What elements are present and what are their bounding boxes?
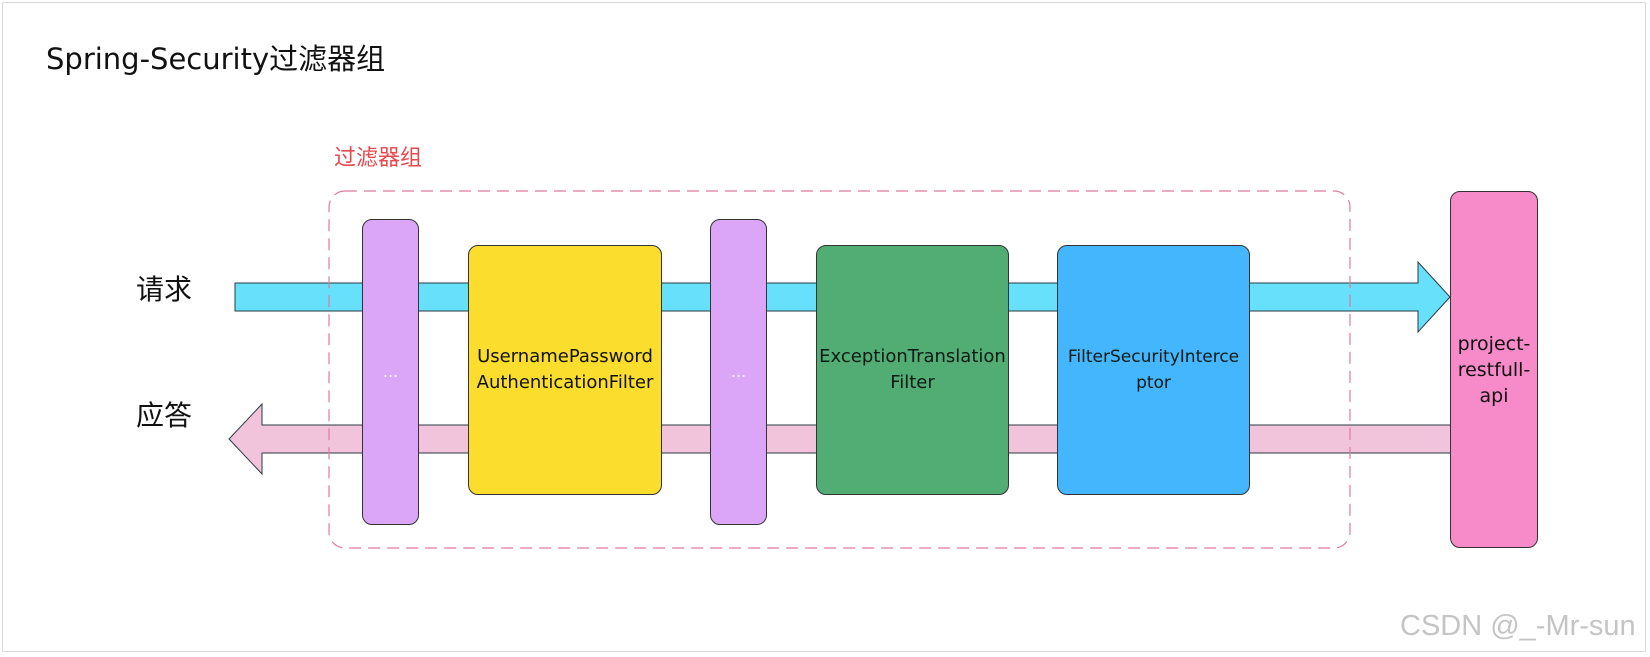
exception-translation-filter: ExceptionTranslation Filter [816, 245, 1009, 495]
response-label: 应答 [136, 399, 193, 432]
project-restfull-api-box: project- restfull- api [1450, 191, 1538, 548]
page-title: Spring-Security过滤器组 [46, 42, 386, 76]
csdn-watermark: CSDN @_-Mr-sun [1400, 610, 1636, 642]
filter-group-label: 过滤器组 [334, 146, 423, 171]
filter-group-boundary [328, 190, 1351, 549]
filter-ellipsis-2: ... [710, 219, 767, 525]
username-password-authentication-filter: UsernamePassword AuthenticationFilter [468, 245, 662, 495]
filter-ellipsis-1: ... [362, 219, 419, 525]
filter-security-interceptor: FilterSecurityInterce ptor [1057, 245, 1250, 495]
request-label: 请求 [136, 273, 193, 306]
